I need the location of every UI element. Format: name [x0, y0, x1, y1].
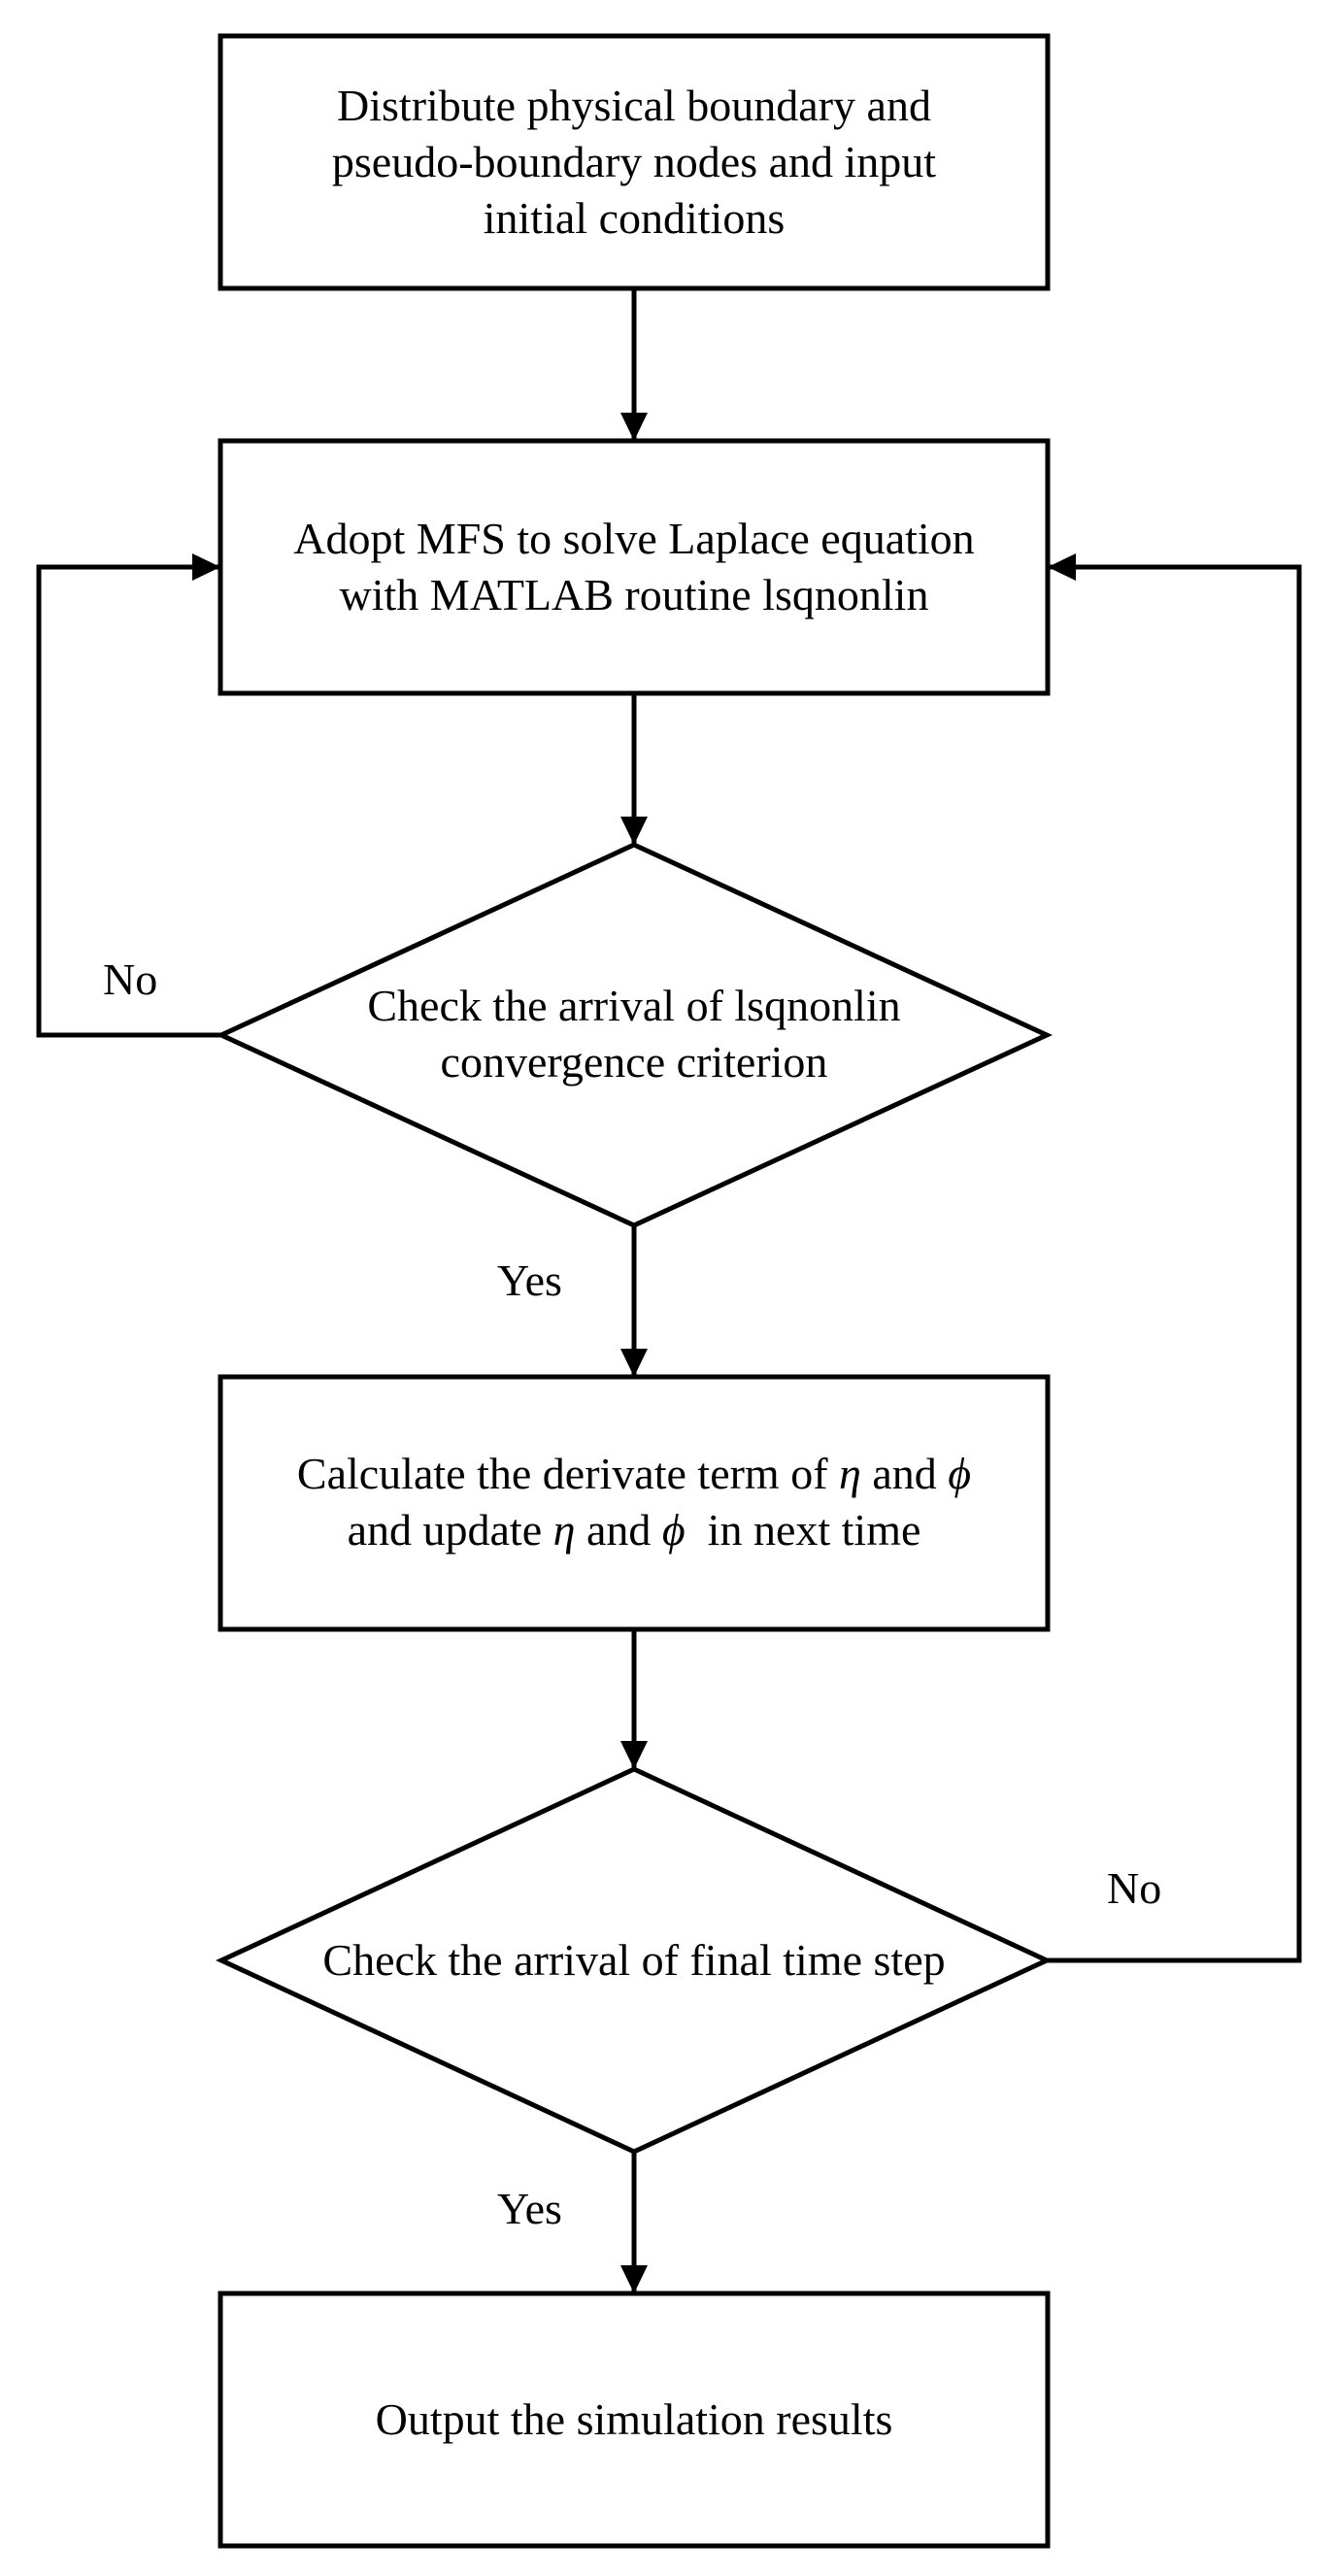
edge-label-time-no: No: [1107, 1863, 1162, 1913]
arrow-convergence-no-loop: [36, 564, 221, 1038]
arrowhead-update-to-time: [620, 1741, 648, 1769]
arrowhead-start-to-solve: [620, 413, 648, 441]
arrowhead-convergence-no-loop: [192, 553, 220, 581]
update-line-1-prefix: Calculate the derivate term of: [296, 1449, 840, 1498]
update-line-2-and: and: [575, 1505, 662, 1555]
solve-line-2: with MATLAB routine lsqnonlin: [339, 570, 929, 619]
update-line-1: Calculate the derivate term of η and ϕ: [220, 1446, 1048, 1502]
arrowhead-solve-to-convergence: [620, 817, 648, 845]
eta-symbol: η: [839, 1449, 861, 1498]
edge-label-time-yes: Yes: [497, 2184, 562, 2233]
start-line-3: initial conditions: [483, 193, 786, 243]
arrow-time-no-loop: [1047, 564, 1302, 1963]
edge-label-convergence-yes: Yes: [497, 1255, 562, 1305]
update-label: Calculate the derivate term of η and ϕ a…: [220, 1446, 1048, 1558]
phi-symbol: ϕ: [948, 1449, 972, 1498]
time-label: Check the arrival of final time step: [246, 1932, 1022, 1989]
update-line-2-prefix: and update: [347, 1505, 553, 1555]
output-line-1: Output the simulation results: [375, 2394, 893, 2444]
phi-symbol-2: ϕ: [661, 1505, 686, 1555]
start-label: Distribute physical boundary and pseudo-…: [220, 78, 1048, 247]
convergence-line-2: convergence criterion: [440, 1037, 828, 1087]
solve-line-1: Adopt MFS to solve Laplace equation: [293, 514, 975, 563]
edge-label-convergence-no: No: [103, 954, 158, 1004]
update-line-2: and update η and ϕ in next time: [220, 1502, 1048, 1558]
solve-label: Adopt MFS to solve Laplace equation with…: [220, 511, 1048, 623]
arrowhead-time-no-loop: [1048, 553, 1076, 581]
eta-symbol-2: η: [552, 1505, 576, 1555]
start-line-2: pseudo-boundary nodes and input: [331, 137, 937, 186]
update-line-2-suffix: in next time: [685, 1505, 921, 1555]
start-line-1: Distribute physical boundary and: [337, 81, 931, 130]
time-line-1: Check the arrival of final time step: [322, 1935, 946, 1985]
output-label: Output the simulation results: [220, 2392, 1048, 2448]
arrowhead-convergence-to-update: [620, 1349, 648, 1377]
convergence-line-1: Check the arrival of lsqnonlin: [367, 981, 901, 1030]
update-line-1-and: and: [860, 1449, 949, 1498]
convergence-label: Check the arrival of lsqnonlin convergen…: [246, 978, 1022, 1090]
arrowhead-time-to-output: [620, 2265, 648, 2293]
